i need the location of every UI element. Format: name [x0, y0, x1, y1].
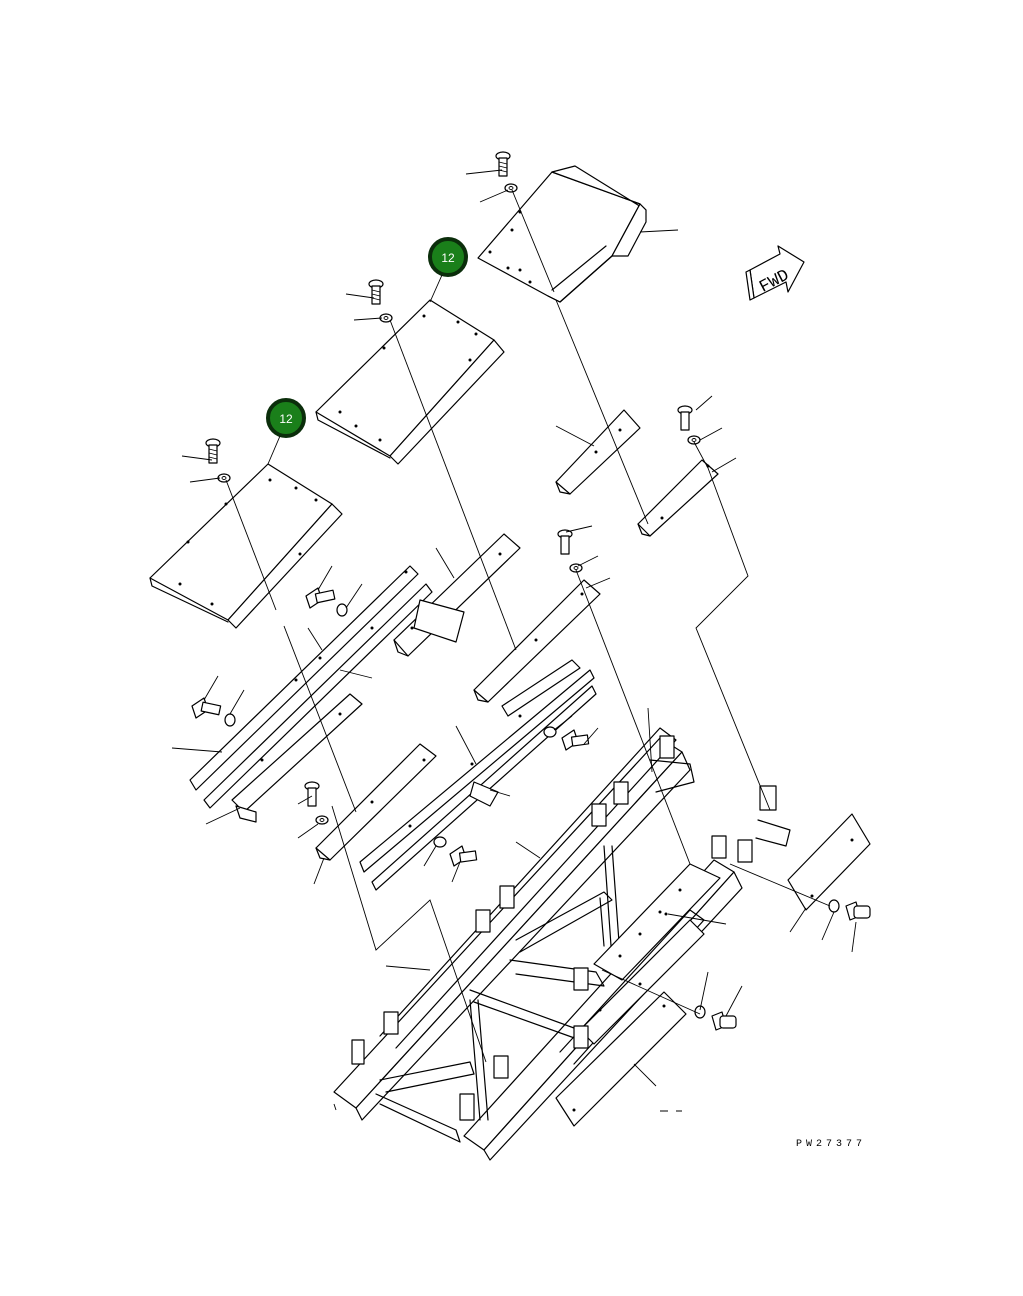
washer-11: [828, 899, 840, 913]
callout-label: 12: [279, 412, 293, 426]
rear-floor-panel: [149, 463, 343, 629]
bolt-8: [304, 781, 320, 807]
bolt-11: [845, 901, 871, 921]
center-rail-assembly: [315, 579, 601, 891]
bolt-6: [191, 697, 222, 719]
leader-lines: [171, 169, 857, 1112]
mounting-block: [351, 735, 777, 1121]
washer-10: [433, 836, 447, 848]
washer-9: [543, 726, 557, 738]
right-side-plate-lower: [555, 991, 687, 1127]
callout-label: 12: [441, 251, 455, 265]
washer-8: [315, 815, 329, 825]
assembly-projection-lines: [225, 189, 831, 1063]
bolt-7: [557, 529, 573, 555]
forward-direction-arrow: FWD: [745, 245, 805, 301]
front-cover-panel: [477, 165, 647, 303]
angle-bracket-right: [637, 459, 719, 537]
right-side-plate-upper: [787, 813, 871, 911]
bolt-3: [205, 438, 221, 464]
callout-12-rear-panel[interactable]: 12: [266, 398, 306, 438]
drawing-number: PW27377: [796, 1139, 866, 1150]
bolt-9: [561, 729, 590, 751]
callout-12-middle-panel[interactable]: 12: [428, 237, 468, 277]
angle-bracket-upper: [555, 409, 641, 495]
bolt-12: [711, 1011, 737, 1031]
bolt-10: [449, 845, 478, 867]
bolt-5: [305, 587, 336, 609]
bolt-4: [677, 405, 693, 431]
washer-6: [224, 713, 236, 727]
bolt-2: [368, 279, 384, 305]
washer-5: [336, 603, 348, 617]
middle-floor-panel: [315, 299, 505, 465]
bolt-1: [495, 151, 511, 177]
